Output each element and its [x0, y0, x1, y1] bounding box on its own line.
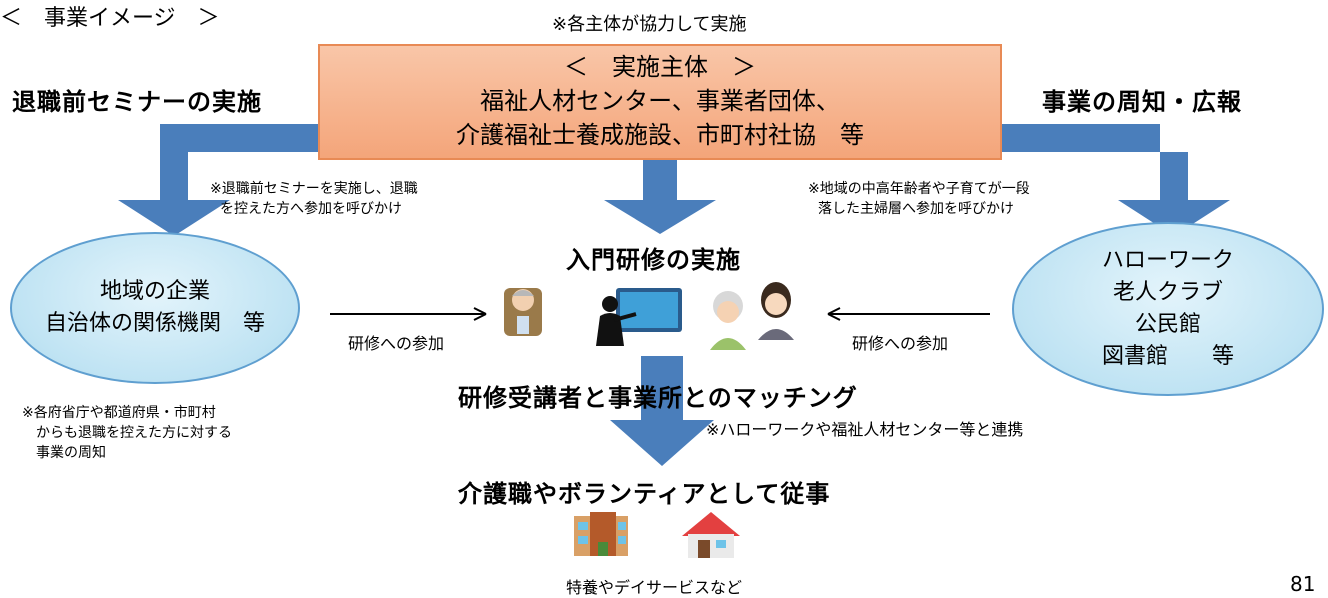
care-facility-building-icon: [574, 512, 628, 556]
placement-down-arrow: [610, 356, 714, 466]
training-heading: 入門研修の実施: [566, 246, 741, 274]
facility-caption: 特養やデイサービスなど: [566, 578, 743, 597]
left-note-line-1: ※退職前セミナーを実施し、退職: [210, 181, 418, 197]
right-heading: 事業の周知・広報: [1042, 88, 1242, 116]
matching-note: ※ハローワークや福祉人材センター等と連携: [706, 420, 1024, 439]
left-ellipse: 地域の企業 自治体の関係機関 等: [10, 232, 300, 384]
box-line-2: 福祉人材センター、事業者団体、: [480, 87, 840, 115]
elderly-woman-icon: [710, 291, 746, 350]
center-down-arrow: [604, 160, 716, 234]
right-ellipse-line-1: ハローワーク: [1101, 248, 1234, 273]
right-down-arrow: [1002, 124, 1230, 236]
left-ellipse-line-2: 自治体の関係機関 等: [44, 311, 265, 336]
right-note-line-1: ※地域の中高年齢者や子育てが一段: [808, 181, 1030, 197]
right-arrow-label: 研修への参加: [852, 334, 949, 353]
house-icon: [682, 512, 740, 558]
right-ellipse-line-3: 公民館: [1134, 312, 1201, 337]
implementing-body-box: ＜ 実施主体 ＞ 福祉人材センター、事業者団体、 介護福祉士養成施設、市町村社協…: [318, 44, 1002, 160]
final-heading: 介護職やボランティアとして従事: [458, 480, 831, 508]
matching-heading: 研修受講者と事業所とのマッチング: [458, 384, 858, 412]
bottom-left-note-line-2: からも退職を控えた方に対する: [36, 425, 232, 441]
right-note-line-2: 落した主婦層へ参加を呼びかけ: [818, 201, 1014, 217]
young-woman-icon: [758, 282, 794, 340]
left-down-arrow: [118, 124, 318, 236]
left-note-line-2: を控えた方へ参加を呼びかけ: [220, 201, 402, 217]
lecturer-screen-icon: [596, 288, 682, 346]
right-ellipse: ハローワーク 老人クラブ 公民館 図書館 等: [1012, 222, 1324, 396]
left-arrow-label: 研修への参加: [348, 334, 445, 353]
box-line-1: ＜ 実施主体 ＞: [564, 53, 756, 81]
top-note: ※各主体が協力して実施: [552, 14, 747, 35]
left-ellipse-line-1: 地域の企業: [99, 279, 210, 304]
page-title: ＜ 事業イメージ ＞: [0, 6, 220, 31]
left-heading: 退職前セミナーの実施: [12, 88, 262, 116]
box-line-3: 介護福祉士養成施設、市町村社協 等: [456, 121, 864, 149]
right-ellipse-line-4: 図書館 等: [1101, 344, 1234, 369]
bottom-left-note-line-3: 事業の周知: [36, 445, 106, 461]
right-ellipse-line-2: 老人クラブ: [1112, 280, 1223, 305]
bottom-left-note-line-1: ※各府省庁や都道府県・市町村: [22, 405, 216, 421]
elderly-man-icon: [504, 288, 542, 336]
page-number: 81: [1290, 572, 1316, 596]
